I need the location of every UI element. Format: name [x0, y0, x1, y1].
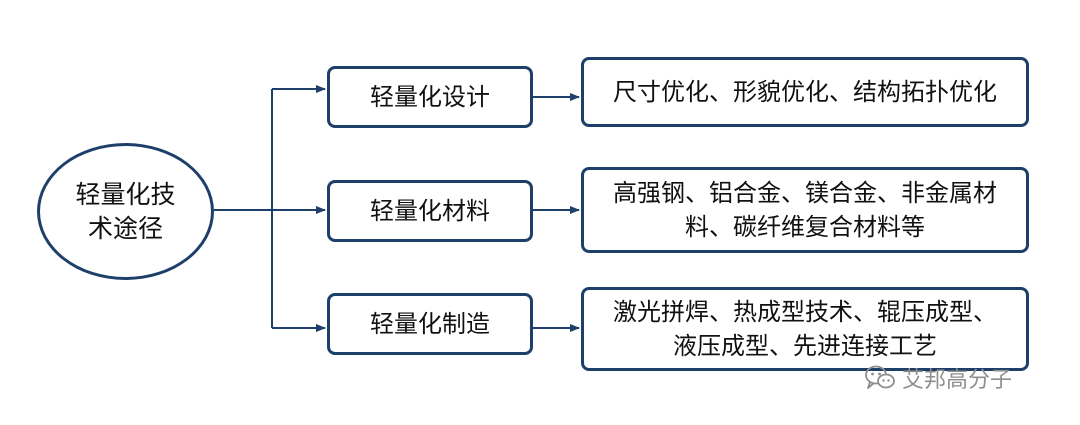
- node-label: 轻量化材料: [370, 197, 490, 225]
- node-lightweight-design: 轻量化设计: [327, 66, 533, 128]
- detail-line: 激光拼焊、热成型技术、辊压成型、: [613, 298, 997, 326]
- detail-line: 高强钢、铝合金、镁合金、非金属材: [613, 179, 997, 207]
- detail-line: 料、碳纤维复合材料等: [685, 213, 925, 241]
- detail-manufacturing-processes: 激光拼焊、热成型技术、辊压成型、 液压成型、先进连接工艺: [581, 287, 1029, 371]
- watermark-text: 艾邦高分子: [902, 368, 1013, 393]
- root-node: 轻量化技 术途径: [37, 143, 214, 280]
- node-lightweight-manufacturing: 轻量化制造: [327, 293, 533, 355]
- watermark: 艾邦高分子: [864, 362, 1012, 394]
- detail-line: 液压成型、先进连接工艺: [673, 332, 937, 360]
- node-label: 轻量化设计: [370, 83, 490, 111]
- detail-material-types: 高强钢、铝合金、镁合金、非金属材 料、碳纤维复合材料等: [581, 167, 1029, 253]
- root-label-line-1: 轻量化技: [75, 179, 176, 209]
- detail-design-methods: 尺寸优化、形貌优化、结构拓扑优化: [581, 57, 1029, 127]
- node-lightweight-material: 轻量化材料: [327, 180, 533, 242]
- node-label: 轻量化制造: [370, 310, 490, 338]
- wechat-icon: [865, 365, 895, 389]
- detail-line: 尺寸优化、形貌优化、结构拓扑优化: [613, 78, 997, 106]
- root-label-line-2: 术途径: [87, 213, 163, 243]
